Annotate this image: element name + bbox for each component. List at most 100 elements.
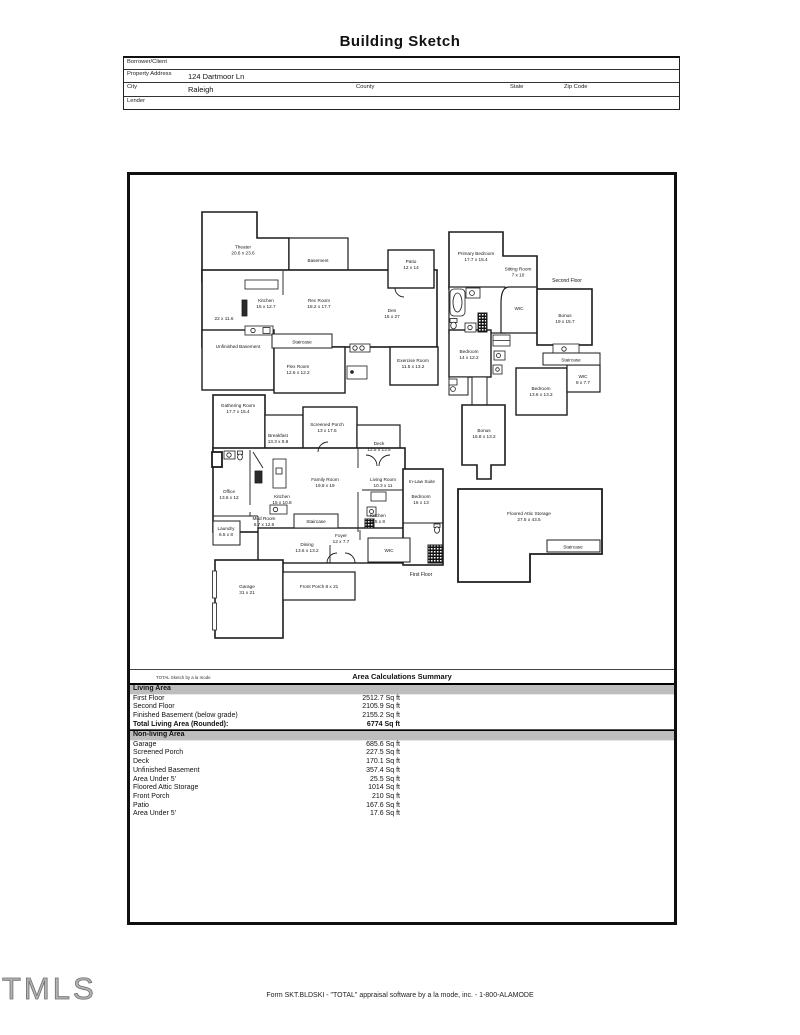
screened-porch-walls <box>302 406 358 453</box>
city-row: City Raleigh County State Zip Code <box>124 83 679 97</box>
summary-row: Deck 170.1 Sq ft <box>130 758 674 767</box>
primary-bedroom-label: Primary Bedroom <box>458 251 495 256</box>
summary-row-value: 2105.9 Sq ft <box>362 703 400 711</box>
basement-interior-walls <box>282 271 405 298</box>
summary-row-label: Finished Basement (below grade) <box>133 711 238 719</box>
lender-label: Lender <box>127 98 146 104</box>
wic8-dims: 8 x 7.7 <box>576 380 590 385</box>
gathering-room-walls <box>212 394 266 451</box>
city-value: Raleigh <box>188 85 214 94</box>
summary-row: Screened Porch 227.5 Sq ft <box>130 749 674 758</box>
exercise-room-label: Exercise Room <box>397 358 429 363</box>
bonus19-label: Bonus <box>558 313 572 318</box>
dining-label: Dining <box>300 542 314 547</box>
exercise-room-walls <box>389 346 439 386</box>
basement-bath-fixtures-icon <box>346 343 371 380</box>
basement-kitchen-fixtures-icon <box>241 279 279 336</box>
first-floor-staircase-label: Staircase <box>306 519 326 524</box>
deck-dims: 12.5 x 13.5 <box>367 447 391 452</box>
summary-row: Patio 167.6 Sq ft <box>130 802 674 811</box>
bedroom14-walls <box>448 329 492 378</box>
kitchen95-label: Kitchen <box>370 513 386 518</box>
summary-row-label: Unfinished Basement <box>133 766 200 774</box>
exercise-room-dims: 11.5 x 13.2 <box>402 364 425 369</box>
den-label: Den <box>388 308 397 313</box>
building-sketch-area: Theater 20.6 x 23.6 Basement Patio 12 x … <box>127 172 677 925</box>
summary-row-value: 357.4 Sq ft <box>366 766 400 774</box>
summary-row-label: Second Floor <box>133 703 175 711</box>
laundry-walls <box>212 520 241 546</box>
bedroom16-label: Bedroom <box>411 494 430 499</box>
nonliving-area-header: Non-living Area <box>130 730 674 741</box>
second-floor-closet-fixtures-icon <box>448 334 580 392</box>
basement-plan: Theater 20.6 x 23.6 Basement Patio 12 x … <box>201 211 439 394</box>
summary-row-value: 2512.7 Sq ft <box>362 694 400 702</box>
garage-dims: 31 x 21 <box>239 590 255 595</box>
rec-room-label: Rec Room <box>308 298 330 303</box>
laundry-dims: 6.5 x 8 <box>219 532 233 537</box>
sketch-software-note: TOTAL Sketch by a la mode <box>156 675 211 680</box>
wic2-walls <box>500 286 538 334</box>
summary-row-value: 170.1 Sq ft <box>366 758 400 766</box>
bonus168-walls <box>461 404 506 480</box>
summary-row: Garage 685.6 Sq ft <box>130 741 674 750</box>
summary-row-value: 2155.2 Sq ft <box>362 711 400 719</box>
total-living-row: Total Living Area (Rounded): 6774 Sq ft <box>130 721 674 731</box>
summary-row: Floored Attic Storage 1014 Sq ft <box>130 784 674 793</box>
flex-room-walls <box>273 346 346 394</box>
second-floor-staircase-box <box>542 352 601 366</box>
bedroom136-walls <box>515 367 568 416</box>
foyer-label: Foyer <box>335 533 347 538</box>
summary-title-row: TOTAL Sketch by a la mode Area Calculati… <box>130 670 674 685</box>
attic-walls <box>457 488 603 583</box>
basement-staircase-box <box>271 333 333 349</box>
bedroom14-label: Bedroom <box>459 349 478 354</box>
kitchen-basement-label: Kitchen <box>258 298 274 303</box>
bedroom16-dims: 16 x 13 <box>413 500 429 505</box>
summary-row: Area Under 5' 25.5 Sq ft <box>130 776 674 785</box>
summary-title: Area Calculations Summary <box>352 672 452 681</box>
wic1-label: WIC <box>384 548 394 553</box>
summary-row-label: Patio <box>133 801 149 809</box>
living-room-label: Living Room <box>370 477 396 482</box>
attic-staircase-box <box>546 539 601 553</box>
breakfast-label: Breakfast <box>268 433 288 438</box>
living-room-dims: 10.3 x 11 <box>374 483 393 488</box>
summary-row-label: Floored Attic Storage <box>133 784 199 792</box>
wic1-box <box>367 537 411 563</box>
bonus19-dims: 19 x 15.7 <box>555 319 575 324</box>
deck-label: Deck <box>374 441 385 446</box>
kitchen15-dims: 15 x 10.8 <box>272 500 292 505</box>
rec-room-dims: 18.2 x 17.7 <box>307 304 331 309</box>
summary-row-label: Screened Porch <box>133 749 184 757</box>
lender-row: Lender <box>124 97 679 109</box>
attic-label: Floored Attic Storage <box>507 511 551 516</box>
theater-dims: 20.6 x 23.6 <box>231 251 255 256</box>
garage-walls <box>214 559 284 639</box>
kitchen95-dims: 9.5 x 8 <box>371 519 385 524</box>
summary-row-value: 167.6 Sq ft <box>366 801 400 809</box>
flex-room-label: Flex Room <box>287 364 310 369</box>
bedroom14-dims: 14 x 12.2 <box>459 355 479 360</box>
gathering-room-dims: 17.7 x 15.4 <box>226 409 250 414</box>
screened-porch-label: Screened Porch <box>310 422 344 427</box>
sitting-room-label: Sitting Room <box>505 267 532 272</box>
summary-row: Finished Basement (below grade) 2155.2 S… <box>130 712 674 721</box>
basement-label: Basement <box>307 258 329 263</box>
total-living-value: 6774 Sq ft <box>366 720 400 728</box>
family-room-dims: 19.8 x 19 <box>315 483 335 488</box>
summary-row-label: Area Under 5' <box>133 810 176 818</box>
basement-staircase-label: Staircase <box>292 340 312 345</box>
first-floor-interior-walls <box>213 441 443 564</box>
inlaw-suite-label: In-Law Suite <box>409 479 435 484</box>
theater-label: Theater <box>235 245 252 250</box>
kitchen-basement-dims: 15 x 12.7 <box>256 304 276 309</box>
bonus168-dims: 16.8 x 13.2 <box>472 434 496 439</box>
form-footer: Form SKT.BLDSKI - "TOTAL" appraisal soft… <box>266 992 534 999</box>
summary-row-label: Front Porch <box>133 792 170 800</box>
primary-bath-fixtures-icon <box>449 287 488 333</box>
bonus-neck-walls <box>471 376 488 406</box>
primary-bedroom-dims: 17.7 x 15.4 <box>464 257 488 262</box>
summary-row: Second Floor 2105.9 Sq ft <box>130 703 674 712</box>
summary-row-label: Area Under 5' <box>133 775 176 783</box>
